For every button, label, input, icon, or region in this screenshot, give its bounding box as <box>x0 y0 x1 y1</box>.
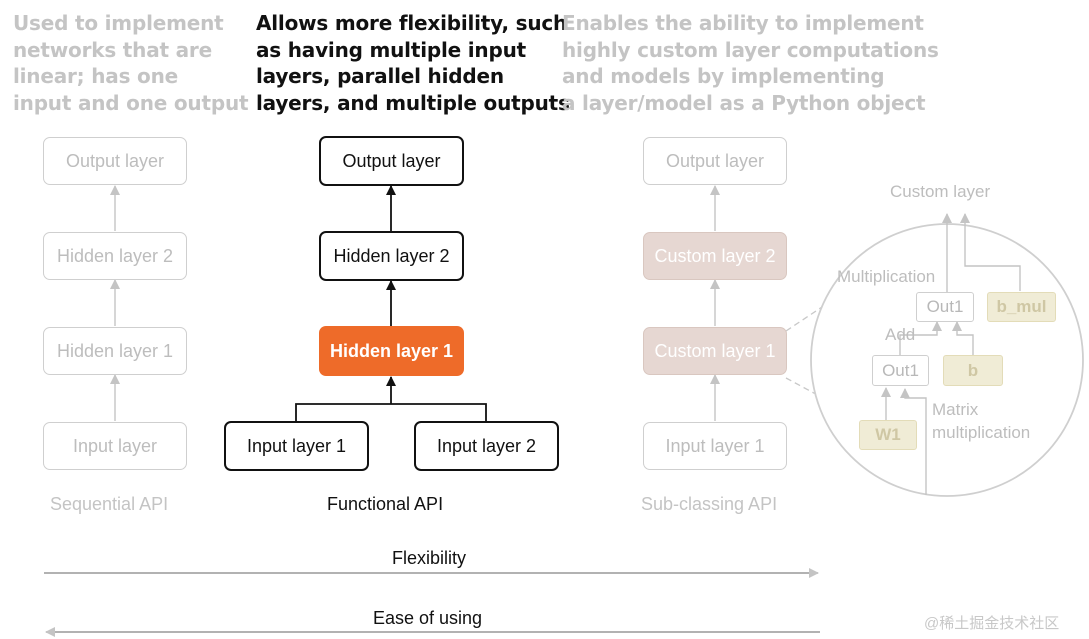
flexibility-axis-label: Flexibility <box>392 548 467 568</box>
zoom-b-param: b <box>943 355 1003 386</box>
subclassing-description: Enables the ability to implement highly … <box>562 11 939 115</box>
zoom-b-mul-param: b_mul <box>987 292 1056 322</box>
zoom-add-label: Add <box>885 325 916 344</box>
subclassing-input-layer: Input layer 1 <box>643 422 787 470</box>
functional-hidden-layer-2: Hidden layer 2 <box>319 231 464 281</box>
subclassing-custom-layer-2: Custom layer 2 <box>643 232 787 280</box>
watermark: @稀土掘金技术社区 <box>924 615 1060 632</box>
ease-of-using-axis-label: Ease of using <box>373 608 483 628</box>
functional-api-caption: Functional API <box>327 494 444 514</box>
subclassing-output-layer: Output layer <box>643 137 787 185</box>
zoom-custom-layer-label: Custom layer <box>890 182 991 201</box>
zoom-matrix-multiplication-label: Matrix multiplication <box>932 400 1031 442</box>
functional-hidden-layer-1: Hidden layer 1 <box>319 326 464 376</box>
zoom-out1-top: Out1 <box>916 292 974 322</box>
subclassing-api-caption: Sub-classing API <box>641 494 778 514</box>
functional-output-layer: Output layer <box>319 136 464 186</box>
functional-input-layer-1: Input layer 1 <box>224 421 369 471</box>
sequential-description: Used to implement networks that are line… <box>13 11 249 115</box>
zoom-w1-param: W1 <box>859 420 917 450</box>
functional-input-layer-2: Input layer 2 <box>414 421 559 471</box>
sequential-hidden-layer-2: Hidden layer 2 <box>43 232 187 280</box>
functional-description: Allows more flexibility, such as having … <box>256 11 570 115</box>
sequential-api-caption: Sequential API <box>50 494 169 514</box>
zoom-out1-bottom: Out1 <box>872 355 929 386</box>
sequential-hidden-layer-1: Hidden layer 1 <box>43 327 187 375</box>
sequential-input-layer: Input layer <box>43 422 187 470</box>
sequential-output-layer: Output layer <box>43 137 187 185</box>
zoom-multiplication-label: Multiplication <box>837 267 936 286</box>
subclassing-custom-layer-1: Custom layer 1 <box>643 327 787 375</box>
